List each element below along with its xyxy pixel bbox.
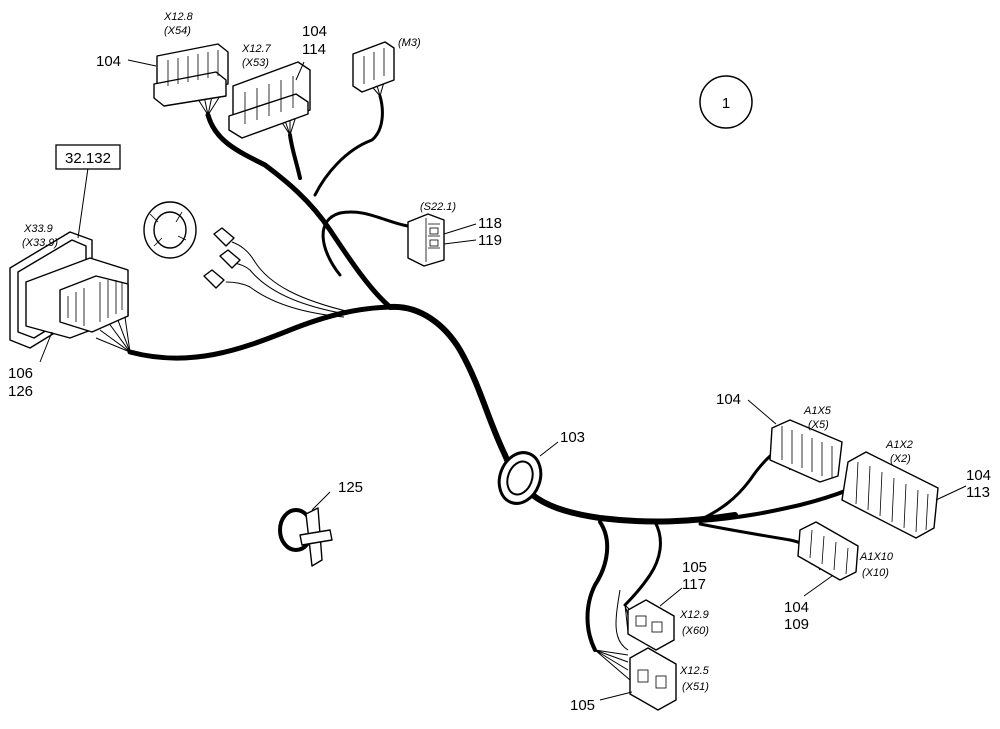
callout-118: 118 <box>478 215 502 232</box>
callout-119: 119 <box>478 232 502 249</box>
label-x12-5: X12.5 <box>679 665 710 677</box>
label-x33-9: X33.9 <box>23 223 53 235</box>
main-harness-cable <box>127 94 850 652</box>
callout-104-a1x10: 104 <box>784 599 809 616</box>
callout-104-a1x5: 104 <box>716 391 741 408</box>
sheet-reference: 1 <box>699 75 753 129</box>
connector-a1x2 <box>841 451 939 539</box>
fanout-wires <box>95 81 901 681</box>
label-a1x5: A1X5 <box>803 405 832 417</box>
label-x12-7: X12.7 <box>241 43 272 55</box>
callout-126: 126 <box>8 383 33 400</box>
label-x54: (X54) <box>164 25 191 37</box>
connector-x12-8 <box>153 43 229 107</box>
connector-m3 <box>352 41 395 93</box>
callout-105-bottom: 105 <box>570 697 595 714</box>
connector-x12-5 <box>629 647 677 711</box>
clamp-125 <box>278 507 333 567</box>
label-x53: (X53) <box>242 57 269 69</box>
leader-lines <box>39 59 967 701</box>
connector-labels: X12.8 (X54) X12.7 (X53) (M3) (S22.1) X33… <box>22 11 913 693</box>
callout-114: 114 <box>302 41 326 58</box>
callout-105-top: 105 <box>682 559 707 576</box>
label-x10: (X10) <box>862 567 889 579</box>
label-x12-8: X12.8 <box>163 11 194 23</box>
connector-x33-9 <box>9 231 129 349</box>
grommet-103 <box>497 451 543 505</box>
callout-106: 106 <box>8 365 33 382</box>
connector-x12-9 <box>627 599 675 651</box>
connector-s22-1 <box>407 213 445 267</box>
connector-a1x10 <box>797 521 859 581</box>
label-a1x10: A1X10 <box>859 551 894 563</box>
flat-terminals <box>203 227 241 289</box>
callout-113: 113 <box>966 484 990 501</box>
label-x60: (X60) <box>682 625 709 637</box>
label-x12-9: X12.9 <box>679 609 709 621</box>
sheet-ref-number: 1 <box>722 95 730 112</box>
label-s22-1: (S22.1) <box>420 201 456 213</box>
callout-104-x12-7: 104 <box>302 23 327 40</box>
connector-x12-7 <box>228 61 311 139</box>
callout-numbers: 104 104 114 118 119 106 126 103 125 104 … <box>8 23 991 714</box>
label-a1x2: A1X2 <box>885 439 913 451</box>
label-x5: (X5) <box>808 419 829 431</box>
label-x33-9-alt: (X33.9) <box>22 237 58 249</box>
label-x2: (X2) <box>890 453 911 465</box>
callout-117: 117 <box>682 576 706 593</box>
sensor-housing <box>143 201 197 259</box>
label-m3: (M3) <box>398 37 421 49</box>
callout-109: 109 <box>784 616 809 633</box>
callout-125: 125 <box>338 479 363 496</box>
callout-103: 103 <box>560 429 585 446</box>
reference-box-label: 32.132 <box>65 150 111 167</box>
callout-104-a1x2: 104 <box>966 467 991 484</box>
reference-box: 32.132 <box>55 144 121 170</box>
callout-104-x12-8: 104 <box>96 53 121 70</box>
label-x51: (X51) <box>682 681 709 693</box>
connector-a1x5 <box>769 419 843 483</box>
